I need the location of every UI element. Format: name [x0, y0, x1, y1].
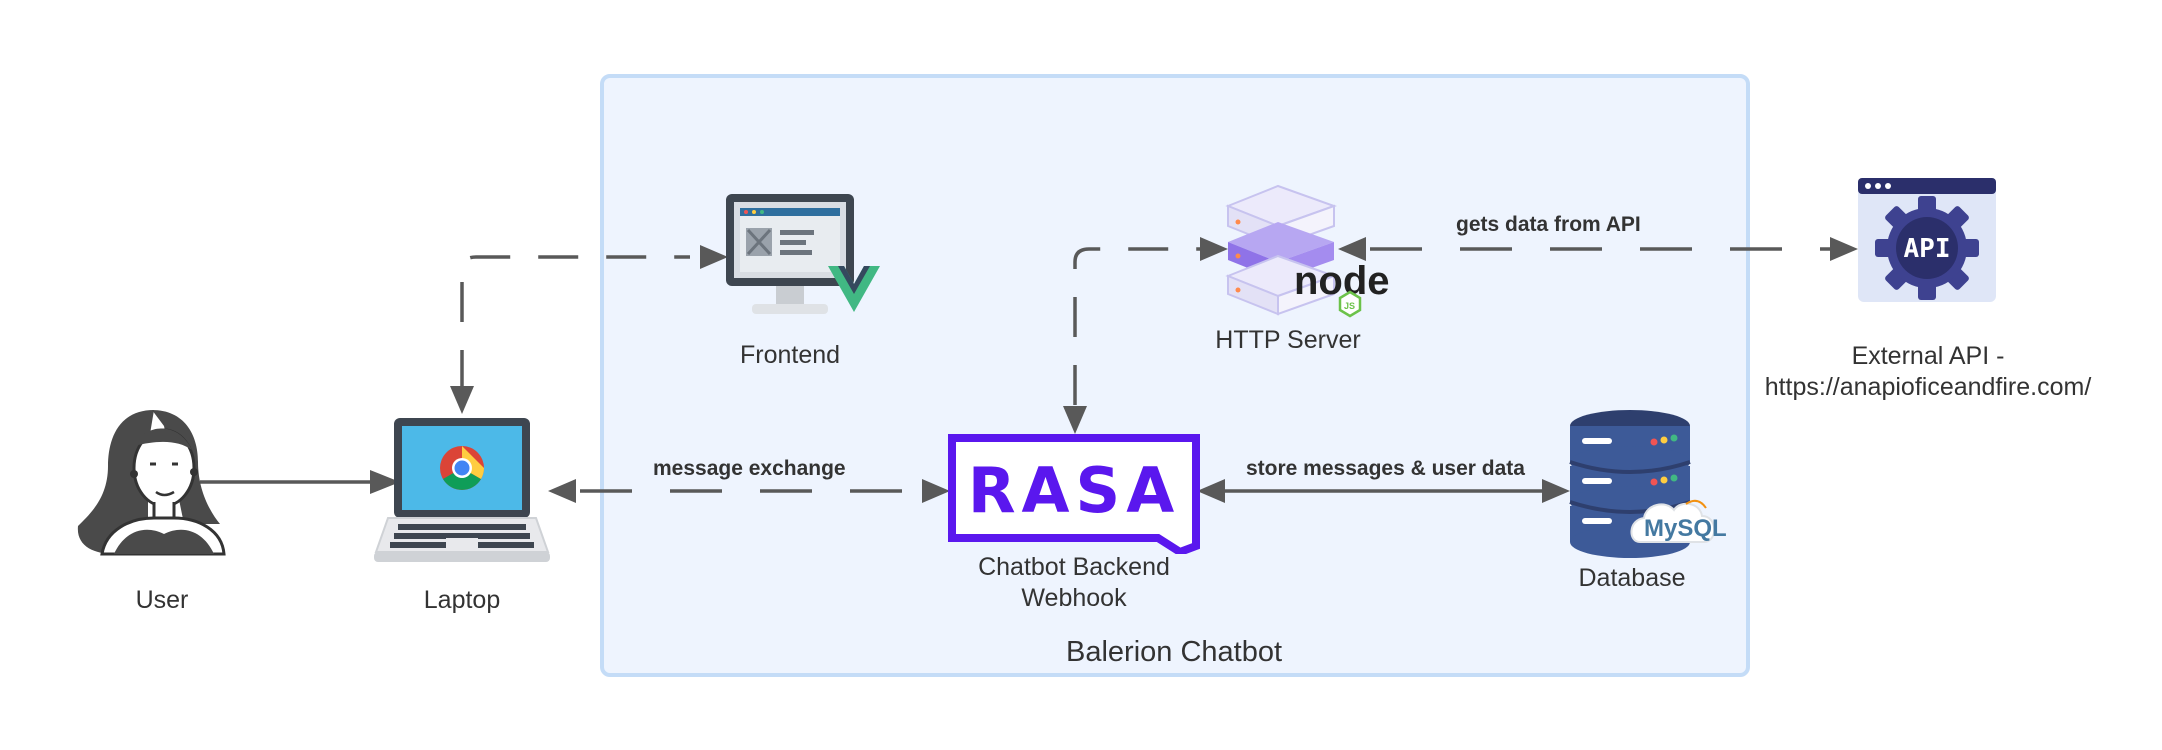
- database-label: Database: [1578, 564, 1686, 592]
- http-server-label: HTTP Server: [1215, 326, 1361, 354]
- rasa-logo-icon: RASA: [948, 434, 1200, 554]
- frontend-label: Frontend: [739, 341, 841, 369]
- user-label: User: [135, 586, 189, 614]
- external-api-label-line2: https://anapioficeandfire.com/: [1764, 373, 2092, 401]
- monitor-vue-icon: [726, 194, 880, 314]
- group-title: Balerion Chatbot: [1066, 636, 1283, 668]
- mysql-logo-text: MySQL: [1644, 515, 1727, 542]
- balerion-chatbot-group: [600, 74, 1750, 677]
- external-api-label-line1: External API -: [1851, 342, 2005, 370]
- user-icon: [77, 410, 226, 556]
- rasa-logo-text: RASA: [968, 454, 1180, 527]
- backend-label-line1: Chatbot Backend: [978, 553, 1170, 581]
- svg-text:JS: JS: [1344, 301, 1355, 311]
- server-node-icon: node JS: [1225, 184, 1390, 318]
- laptop-chrome-icon: [374, 418, 550, 562]
- api-badge-text: API: [1904, 234, 1951, 264]
- api-gear-icon: API: [1858, 178, 1996, 302]
- edge-label-store-messages: store messages & user data: [1240, 456, 1531, 482]
- edge-backend-http: [1073, 247, 1200, 405]
- backend-label-line2: Webhook: [1021, 584, 1127, 612]
- laptop-label: Laptop: [423, 586, 501, 614]
- edge-laptop-frontend: [460, 255, 690, 390]
- edge-label-message-exchange: message exchange: [647, 456, 852, 482]
- database-mysql-icon: MySQL: [1569, 410, 1727, 558]
- edge-label-gets-data: gets data from API: [1450, 212, 1647, 238]
